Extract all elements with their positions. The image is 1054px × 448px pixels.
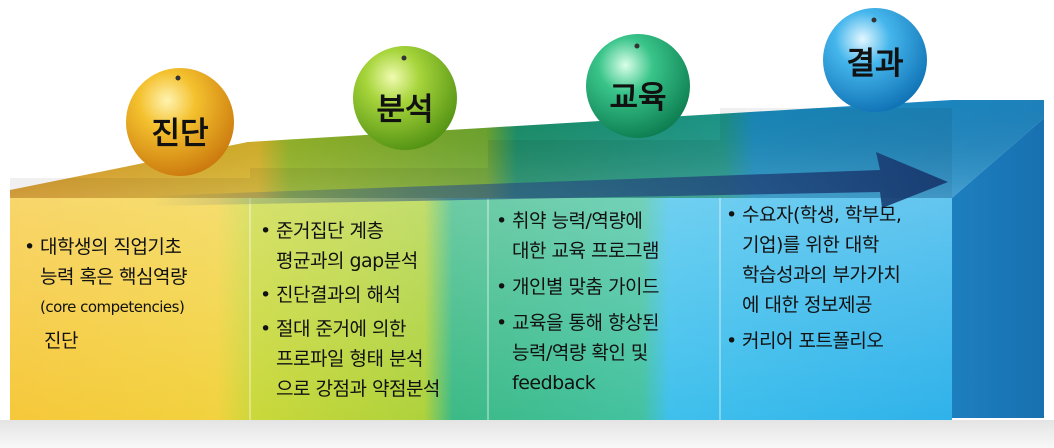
list-item: 수요자(학생, 학부모, 기업)를 위한 대학 학습성과의 부가가치 에 대한 … <box>726 200 950 320</box>
list-item: 교육을 통해 향상된 능력/역량 확인 및 feedback <box>496 308 718 398</box>
progress-arrow <box>150 152 948 208</box>
stage-ball-diagnosis <box>126 68 234 176</box>
list-item: 개인별 맞춤 가이드 <box>496 272 718 302</box>
list-item: 대학생의 직업기초 능력 혹은 핵심역량 (core competencies)… <box>24 232 248 356</box>
stage-label-result: 결과 <box>846 46 904 82</box>
base-strip <box>0 420 1054 448</box>
column-analysis: 준거집단 계층 평균과의 gap분석 진단결과의 해석 절대 준거에 의한 프로… <box>260 216 486 404</box>
stage-ball-analysis <box>353 46 457 150</box>
list-item: 취약 능력/역량에 대한 교육 프로그램 <box>496 206 718 266</box>
stage-label-analysis: 분석 <box>376 92 434 128</box>
column-education: 취약 능력/역량에 대한 교육 프로그램 개인별 맞춤 가이드 교육을 통해 향… <box>496 206 718 398</box>
list-item: 절대 준거에 의한 프로파일 형태 분석 으로 강점과 약점분석 <box>260 314 486 404</box>
stage-ball-result <box>823 8 927 112</box>
list-item: 준거집단 계층 평균과의 gap분석 <box>260 216 486 276</box>
stage-ball-education <box>586 34 690 138</box>
column-result: 수요자(학생, 학부모, 기업)를 위한 대학 학습성과의 부가가치 에 대한 … <box>726 200 950 356</box>
list-item: 진단결과의 해석 <box>260 280 486 310</box>
platform-steps <box>10 108 952 198</box>
stage-label-education: 교육 <box>609 80 667 116</box>
column-diagnosis: 대학생의 직업기초 능력 혹은 핵심역량 (core competencies)… <box>24 232 248 356</box>
list-item: 커리어 포트폴리오 <box>726 326 950 356</box>
stage-label-diagnosis: 진단 <box>151 116 209 152</box>
platform-side <box>952 118 1044 418</box>
